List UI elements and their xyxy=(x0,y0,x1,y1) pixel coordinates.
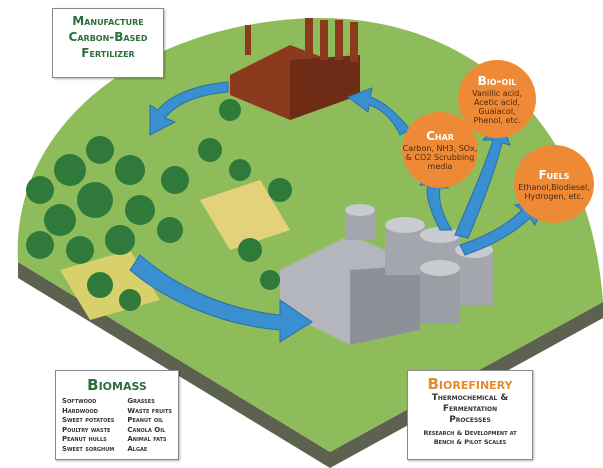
arrow-char-to-factory xyxy=(346,87,411,136)
biorefinery-plant xyxy=(280,204,493,345)
biomass-item: Grasses xyxy=(127,397,155,405)
biorefinery-title: Biorefinery xyxy=(427,375,513,393)
biomass-item: Animal fats xyxy=(127,435,167,443)
biomass-col2: Grasses Waste fruits Peanut oil Canola O… xyxy=(127,397,172,454)
biomass-item: Canola Oil xyxy=(127,425,166,434)
biorefinery-label-box: Biorefinery Thermochemical & Fermentatio… xyxy=(407,370,533,460)
biomass-item: Sweet sorghum xyxy=(62,444,115,453)
manufacture-line1: Manufacture xyxy=(72,14,144,28)
biooil-line: Guaiacol, xyxy=(478,106,516,116)
biooil-line: Phenol, etc. xyxy=(473,115,521,125)
fuels-title: Fuels xyxy=(538,167,570,182)
product-fuels: Fuels Ethanol,Biodiesel, Hydrogen, etc. xyxy=(514,145,594,223)
biomass-item: Sweet potatoes xyxy=(62,416,115,424)
biorefinery-note: Bench & Pilot Scales xyxy=(433,438,507,446)
biorefinery-subtitle: Thermochemical & xyxy=(431,393,509,403)
char-line: media xyxy=(427,162,453,171)
biooil-title: Bio-oil xyxy=(477,73,517,88)
char-title: Char xyxy=(426,129,454,143)
biorefinery-note: Research & Development at xyxy=(423,429,517,437)
manufacture-line3: Fertilizer xyxy=(81,46,135,60)
char-line: & CO2 Scrubbing xyxy=(405,153,475,162)
biooil-line: Vanillic acid, xyxy=(472,88,522,98)
biomass-label-box: Biomass Softwood Hardwood Sweet potatoes… xyxy=(55,370,179,460)
fuels-line: Ethanol,Biodiesel, xyxy=(518,182,590,192)
manufacture-label-box: Manufacture Carbon-Based Fertilizer xyxy=(52,8,164,78)
field xyxy=(200,180,290,250)
biomass-item: Hardwood xyxy=(62,406,98,415)
biomass-item: Algae xyxy=(127,444,148,453)
manufacture-line2: Carbon-Based xyxy=(68,30,148,44)
char-line: Carbon, NH3, SOx, xyxy=(402,144,478,153)
product-char: Char Carbon, NH3, SOx, & CO2 Scrubbing m… xyxy=(402,112,478,188)
biomass-item: Poultry waste xyxy=(62,425,111,434)
fuels-line: Hydrogen, etc. xyxy=(524,191,584,201)
biomass-item: Softwood xyxy=(62,397,97,405)
biomass-title: Biomass xyxy=(87,376,147,394)
arrow-factory-to-biomass xyxy=(149,81,229,136)
biomass-item: Waste fruits xyxy=(127,406,172,415)
product-biooil: Bio-oil Vanillic acid, Acetic acid, Guai… xyxy=(458,60,536,138)
biorefinery-subtitle: Processes xyxy=(449,415,491,425)
arrow-biomass-to-refinery xyxy=(129,254,313,343)
forest xyxy=(26,99,292,311)
biomass-col1: Softwood Hardwood Sweet potatoes Poultry… xyxy=(62,397,114,454)
biorefinery-subtitle: Fermentation xyxy=(442,404,498,414)
fertilizer-factory xyxy=(230,18,360,120)
biooil-line: Acetic acid, xyxy=(473,97,521,107)
biomass-item: Peanut hulls xyxy=(62,435,107,443)
biomass-item: Peanut oil xyxy=(127,416,164,424)
